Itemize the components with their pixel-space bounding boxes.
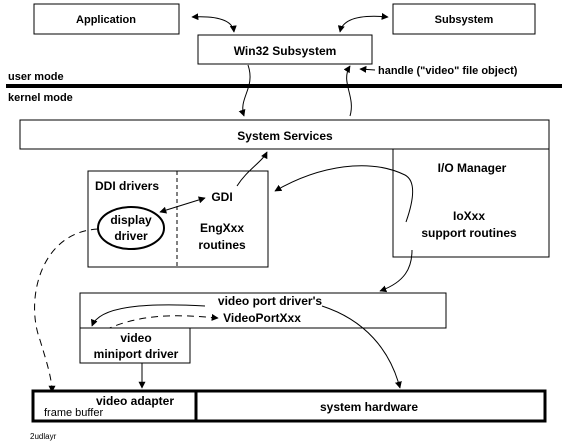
win32-subsystem-label: Win32 Subsystem (234, 44, 337, 58)
win32-to-services-arrow (238, 64, 251, 117)
frame-buffer-label: frame buffer (44, 407, 103, 419)
application-label: Application (76, 14, 136, 26)
application-win32-arrow (191, 13, 237, 33)
engxxx-routines-label: routines (198, 238, 246, 252)
gdi-label: GDI (211, 190, 232, 204)
handle-pointer-arrow (359, 65, 376, 73)
services-to-gdi-arrow (236, 151, 268, 187)
support-routines-label: support routines (421, 226, 517, 240)
system-services-box: System Services (19, 119, 550, 150)
io-manager-box: I/O Manager IoXxx support routines (392, 148, 550, 258)
subsystem-box: Subsystem (392, 3, 536, 35)
kernel-mode-label: kernel mode (8, 92, 73, 104)
videoport-to-miniport-arrow (90, 304, 206, 327)
videoportxxx-label: VideoPortXxx (223, 311, 301, 325)
video-miniport-label-1: video (120, 331, 151, 345)
gdi-io-manager-arrow (274, 165, 414, 223)
win32-subsystem-box: Win32 Subsystem (197, 34, 373, 65)
user-mode-label: user mode (8, 71, 64, 83)
system-hardware-label: system hardware (320, 400, 418, 414)
figure-id-label: 2udlayr (30, 432, 57, 441)
engxxx-label: EngXxx (200, 221, 244, 235)
application-box: Application (33, 3, 180, 35)
system-services-label: System Services (237, 129, 333, 143)
video-port-driver-label: video port driver's (218, 294, 323, 308)
io-to-videoport-arrow (379, 249, 413, 293)
io-manager-label: I/O Manager (438, 161, 507, 175)
miniport-to-videoportxxx-arrow (104, 313, 219, 331)
handle-label: handle ("video" file object) (378, 65, 518, 77)
videoport-to-hardware-arrow (321, 305, 402, 389)
subsystem-label: Subsystem (435, 14, 494, 26)
subsystem-win32-arrow (337, 12, 389, 33)
display-gdi-arrow (159, 196, 206, 214)
hardware-bar: video adapter frame buffer system hardwa… (31, 389, 547, 423)
video-miniport-driver-box: video miniport driver (79, 327, 191, 364)
video-miniport-label-2: miniport driver (94, 347, 179, 361)
ioxxx-label: IoXxx (453, 209, 485, 223)
services-to-win32-arrow (343, 65, 352, 117)
display-driver-label-2: driver (114, 229, 148, 243)
display-driver-to-framebuffer-arrow (34, 228, 99, 393)
video-port-driver-box: video port driver's VideoPortXxx (79, 292, 447, 329)
ddi-drivers-label: DDI drivers (95, 179, 159, 193)
video-adapter-label: video adapter (96, 394, 174, 408)
display-driver-ellipse: display driver (97, 206, 165, 250)
display-driver-label-1: display (110, 213, 152, 227)
